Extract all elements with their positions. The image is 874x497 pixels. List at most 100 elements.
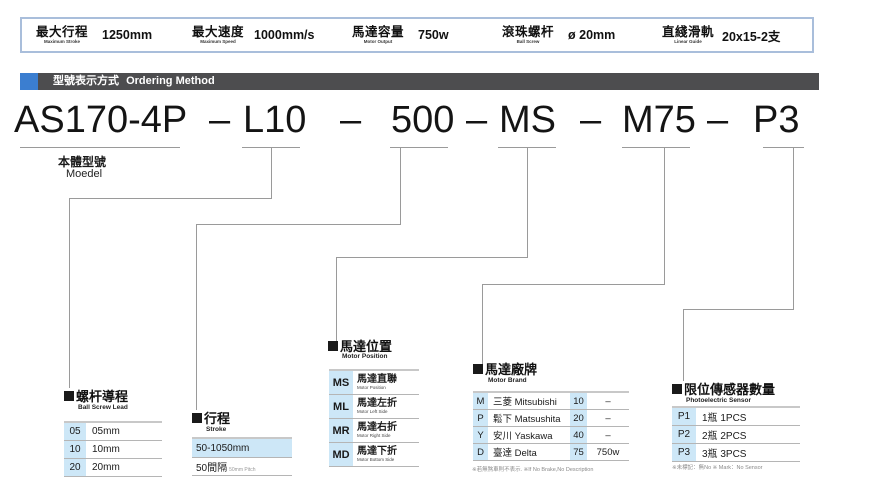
position-desc-zh: 馬達右折 [357,421,397,433]
spec-value: ø 20mm [568,28,616,42]
section-title-zh: 型號表示方式 [53,75,119,87]
stroke-pitch-en: 50mm Pitch [229,467,256,473]
lead-title: 螺杆導程 [64,386,128,405]
table-row[interactable]: 50-1050mm [192,437,292,458]
brand-title: 馬達廠牌 [473,359,537,378]
position-desc-zh: 馬達直聯 [357,373,397,385]
power-value: 750w [587,443,629,461]
spec-label: 最大行程 [36,24,89,39]
spec-value: 1250mm [102,28,153,42]
position-desc-en: Motor Bottom Side [357,456,395,462]
power-code: 75 [570,443,587,461]
code-position: MS [499,99,556,141]
stroke-title: 行程 [192,408,230,427]
model-label-en: Moedel [66,168,103,180]
spec-label-en: Linear Guide [674,39,702,44]
connector-brand [482,284,665,285]
code-model: AS170-4P [14,99,188,141]
square-bullet-icon [192,412,202,423]
stroke-pitch-zh: 50間隔 [196,463,228,474]
sensor-desc: 2瓶 2PCS [696,425,800,444]
underline-model [20,147,180,148]
square-bullet-icon [473,363,483,374]
brand-note: ※若無煞車則不表示. ※If No Brake,No Description [472,467,594,473]
section-header: 型號表示方式 Ordering Method [20,73,819,90]
connector-stroke [196,224,197,410]
section-title-en: Ordering Method [126,75,215,87]
section-accent [20,73,38,90]
square-bullet-icon [64,390,74,401]
position-title-zh: 馬達位置 [340,339,393,354]
lead-desc: 20mm [86,458,162,477]
stroke-range: 50-1050mm [192,437,292,458]
underline-sensor [763,147,804,148]
lead-title-zh: 螺杆導程 [76,389,129,404]
spec-value: 20x15-2支 [722,29,781,44]
connector-lead [69,198,272,199]
sensor-code: P2 [672,425,696,444]
spec-label-en: Maximum Stroke [44,39,81,44]
connector-position [527,147,528,257]
connector-sensor [793,147,794,309]
position-title-en: Motor Position [342,353,388,360]
spec-label-en: Motor Output [363,39,393,44]
position-code: MD [329,442,353,467]
power-code: 40 [570,426,587,444]
sensor-title: 限位傳感器數量 [672,379,775,398]
brand-name: 鬆下 Matsushita [488,409,570,427]
brand-title-zh: 馬達廠牌 [485,362,538,377]
spec-label: 最大速度 [192,24,245,39]
code-separator: – [707,99,729,141]
code-separator: – [209,99,231,141]
stroke-title-zh: 行程 [204,411,231,426]
position-code: ML [329,394,353,419]
sensor-code: P3 [672,443,696,462]
position-desc-en: Motor Right Side [357,432,391,438]
code-separator: – [340,99,362,141]
lead-code: 05 [64,421,86,441]
spec-label: 直綫滑軌 [662,24,715,39]
spec-value: 750w [418,28,449,42]
position-desc-en: Motor Left Side [357,408,388,414]
power-value: – [587,409,629,427]
power-value: – [587,426,629,444]
square-bullet-icon [328,340,338,351]
lead-title-en: Ball Screw Lead [78,404,128,411]
brand-code: P [473,409,488,427]
model-label-zh: 本體型號 [58,155,107,169]
code-separator: – [580,99,602,141]
brand-code: M [473,391,488,410]
lead-code: 20 [64,458,86,477]
connector-brand [482,284,483,366]
connector-position [336,257,337,343]
sensor-desc: 3瓶 3PCS [696,443,800,462]
sensor-note: ※未標記：無No ※ Mark：No Sensor [672,465,763,471]
